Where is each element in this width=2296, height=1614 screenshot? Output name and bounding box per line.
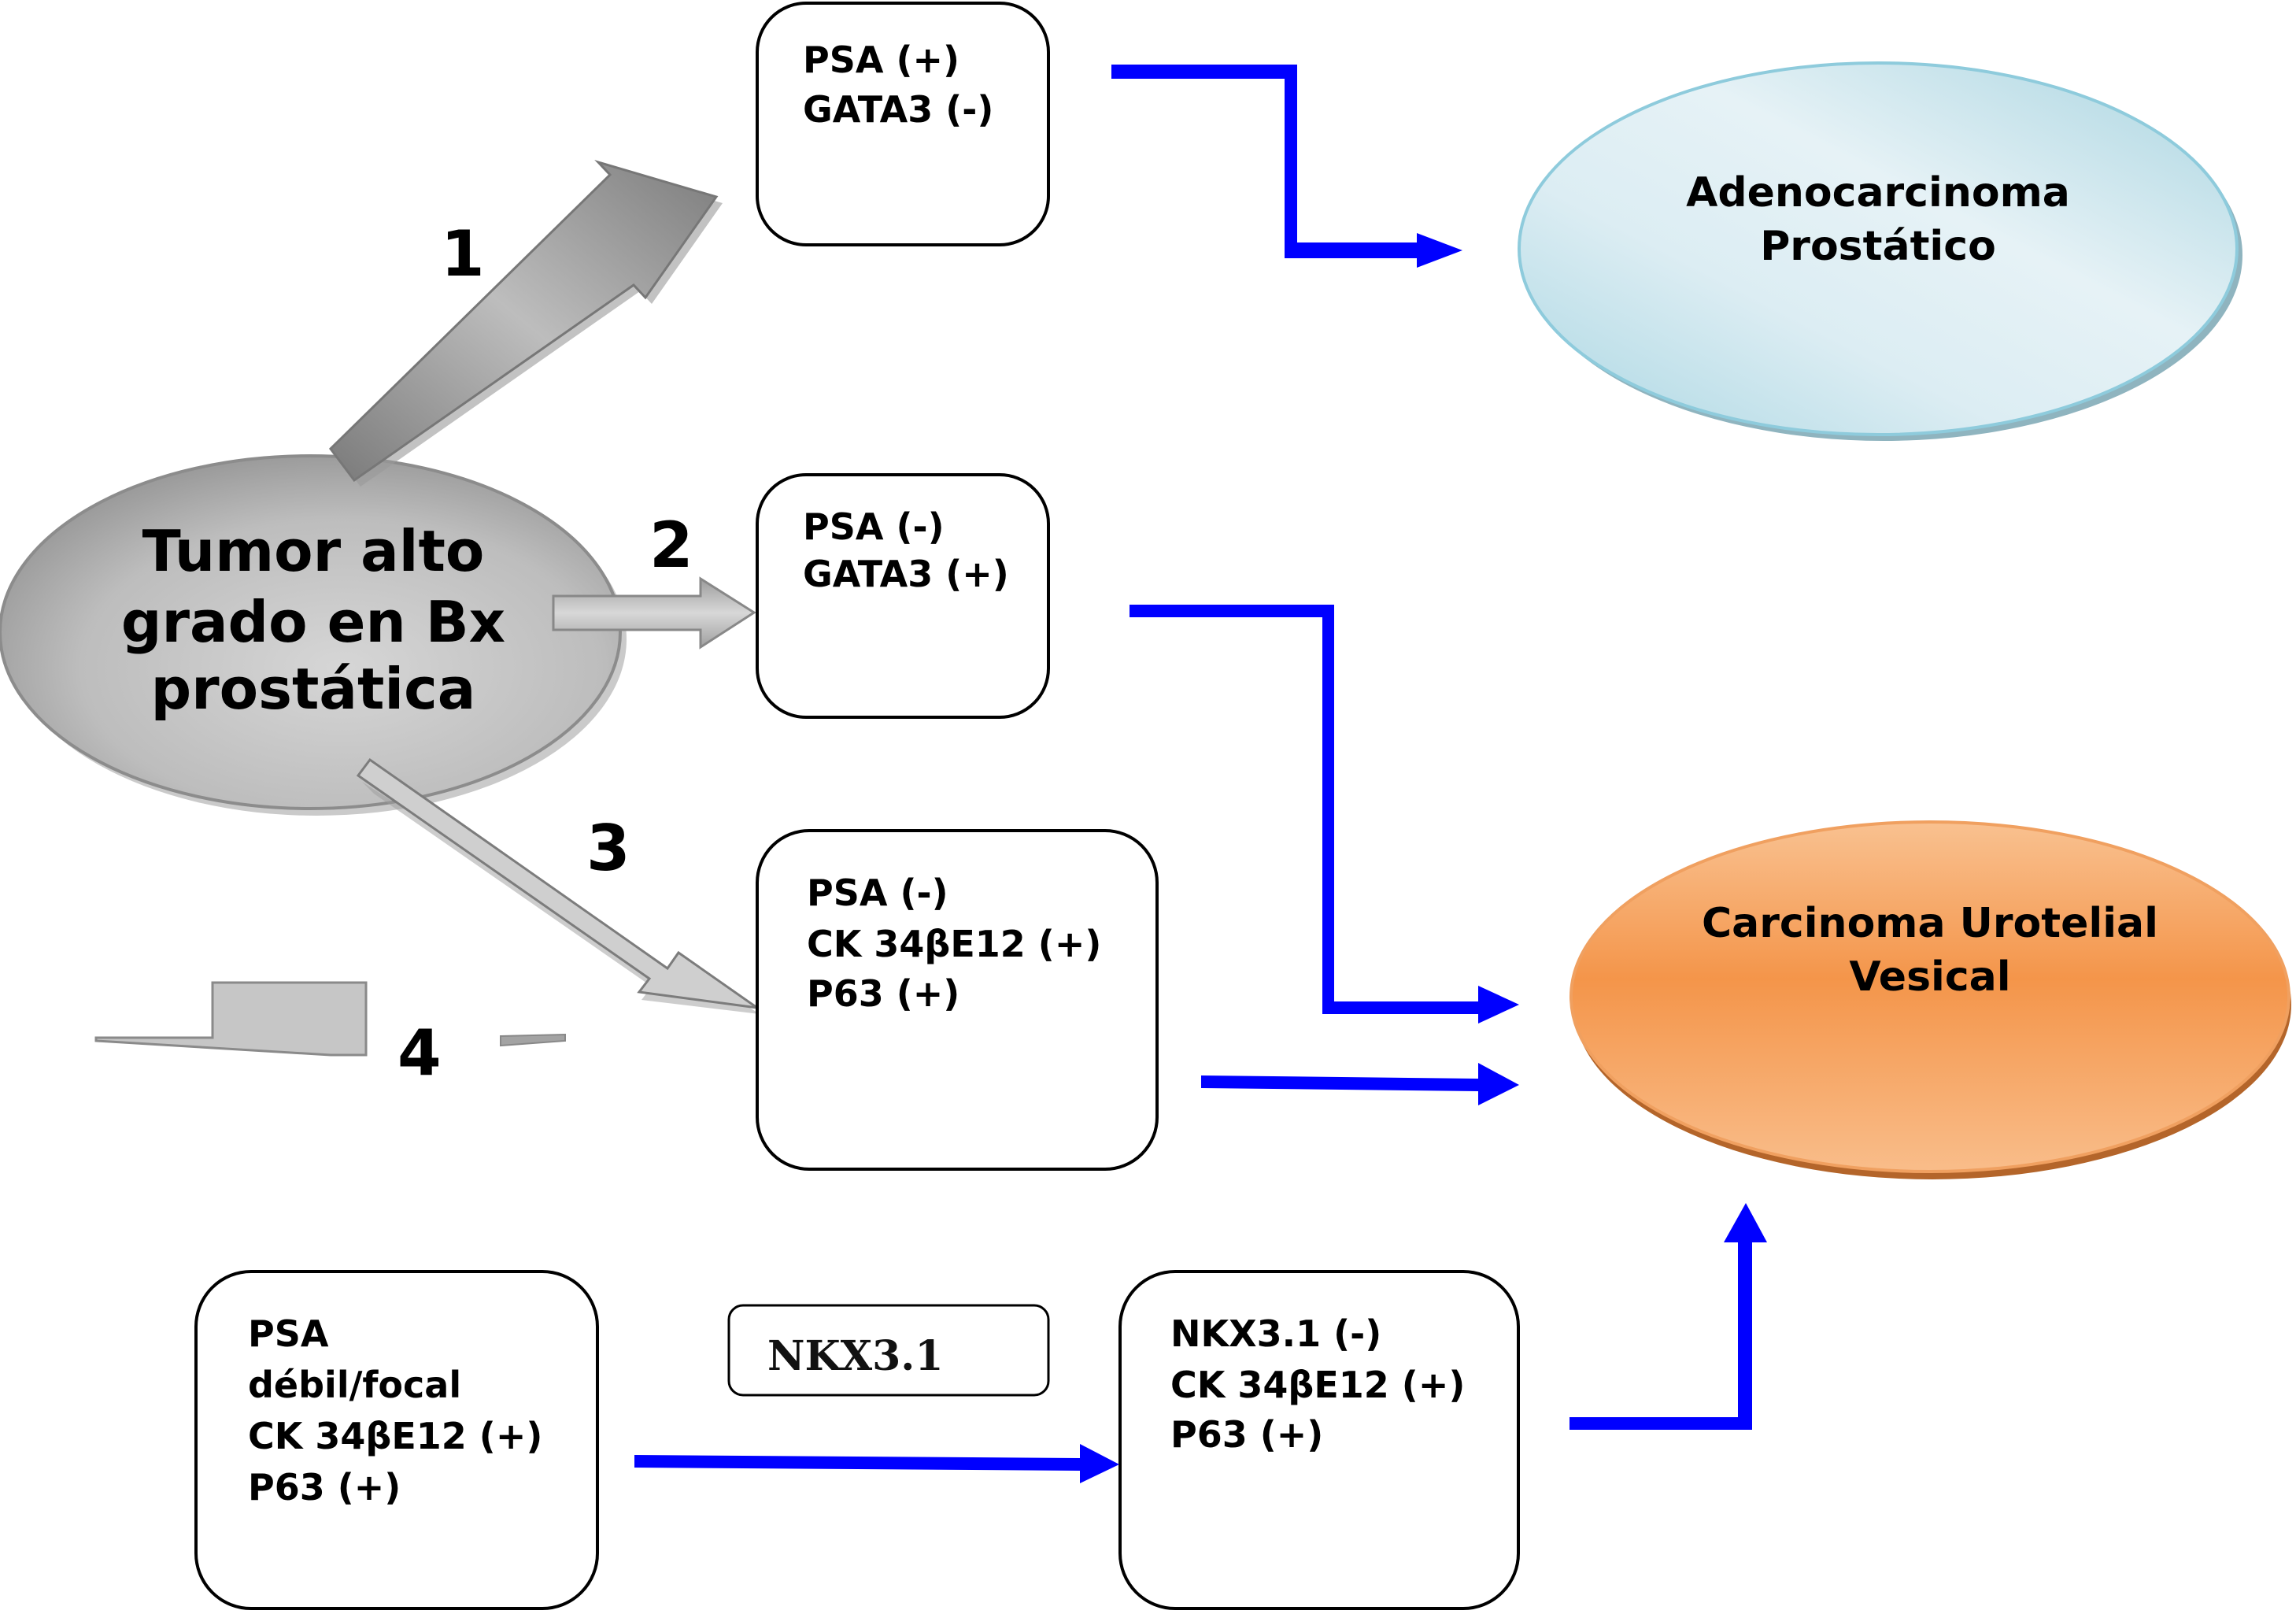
- box-4-line-2: débil/focal: [248, 1364, 461, 1406]
- box-1-line-1: PSA (+): [803, 39, 959, 81]
- start-node-line-3: prostática: [151, 656, 476, 722]
- urothelial-line-1: Carcinoma Urotelial: [1702, 900, 2158, 947]
- connector-path-4-test: [634, 1444, 1119, 1483]
- connector-path-1: [1111, 65, 1462, 268]
- marker-box-path-2: PSA (-) GATA3 (+): [756, 473, 1050, 719]
- marker-box-path-1: PSA (+) GATA3 (-): [756, 2, 1050, 246]
- path-1-number: 1: [441, 217, 485, 291]
- path-2-number: 2: [649, 509, 693, 582]
- nkx31-label-text: NKX3.1: [767, 1332, 944, 1380]
- adeno-line-1: Adenocarcinoma: [1686, 169, 2070, 217]
- path-3-arrow: [356, 757, 760, 1014]
- start-node-line-2: grado en Bx: [121, 589, 505, 655]
- start-node-line-1: Tumor alto: [142, 518, 485, 584]
- path-1-arrow: [329, 160, 723, 487]
- path-4-arrow: [94, 981, 566, 1057]
- box-3-line-2: CK 34βE12 (+): [807, 923, 1101, 965]
- path-4-number: 4: [397, 1016, 442, 1090]
- box-4-line-1: PSA: [248, 1312, 329, 1355]
- path-2-arrow: [552, 576, 756, 650]
- box-3-line-1: PSA (-): [807, 872, 948, 914]
- box-4-line-3: CK 34βE12 (+): [248, 1415, 542, 1457]
- connector-path-2: [1130, 605, 1519, 1024]
- outcome-urothelial: Carcinoma Urotelial Vesical: [1569, 820, 2291, 1179]
- adeno-line-2: Prostático: [1760, 223, 1996, 270]
- marker-box-path-4-result: NKX3.1 (-) CK 34βE12 (+) P63 (+): [1118, 1270, 1520, 1610]
- start-node: Tumor alto grado en Bx prostática: [0, 454, 627, 816]
- box-4-line-4: P63 (+): [248, 1466, 401, 1508]
- box-3-line-3: P63 (+): [807, 972, 959, 1015]
- box-2-line-2: GATA3 (+): [803, 553, 1009, 595]
- marker-box-path-4-start: PSA débil/focal CK 34βE12 (+) P63 (+): [194, 1270, 599, 1610]
- box-5-line-2: CK 34βE12 (+): [1170, 1364, 1465, 1406]
- box-1-line-2: GATA3 (-): [803, 88, 993, 131]
- urothelial-line-2: Vesical: [1849, 953, 2010, 1001]
- outcome-adenocarcinoma: Adenocarcinoma Prostático: [1518, 61, 2242, 441]
- box-2-line-1: PSA (-): [803, 505, 945, 548]
- marker-box-path-3: PSA (-) CK 34βE12 (+) P63 (+): [756, 829, 1159, 1171]
- box-5-line-1: NKX3.1 (-): [1170, 1312, 1381, 1355]
- connector-path-3: [1201, 1063, 1519, 1105]
- connector-path-4-result: [1569, 1203, 1767, 1430]
- path-3-number: 3: [586, 812, 630, 885]
- nkx31-test-label: NKX3.1: [727, 1304, 1050, 1397]
- box-5-line-3: P63 (+): [1170, 1413, 1323, 1456]
